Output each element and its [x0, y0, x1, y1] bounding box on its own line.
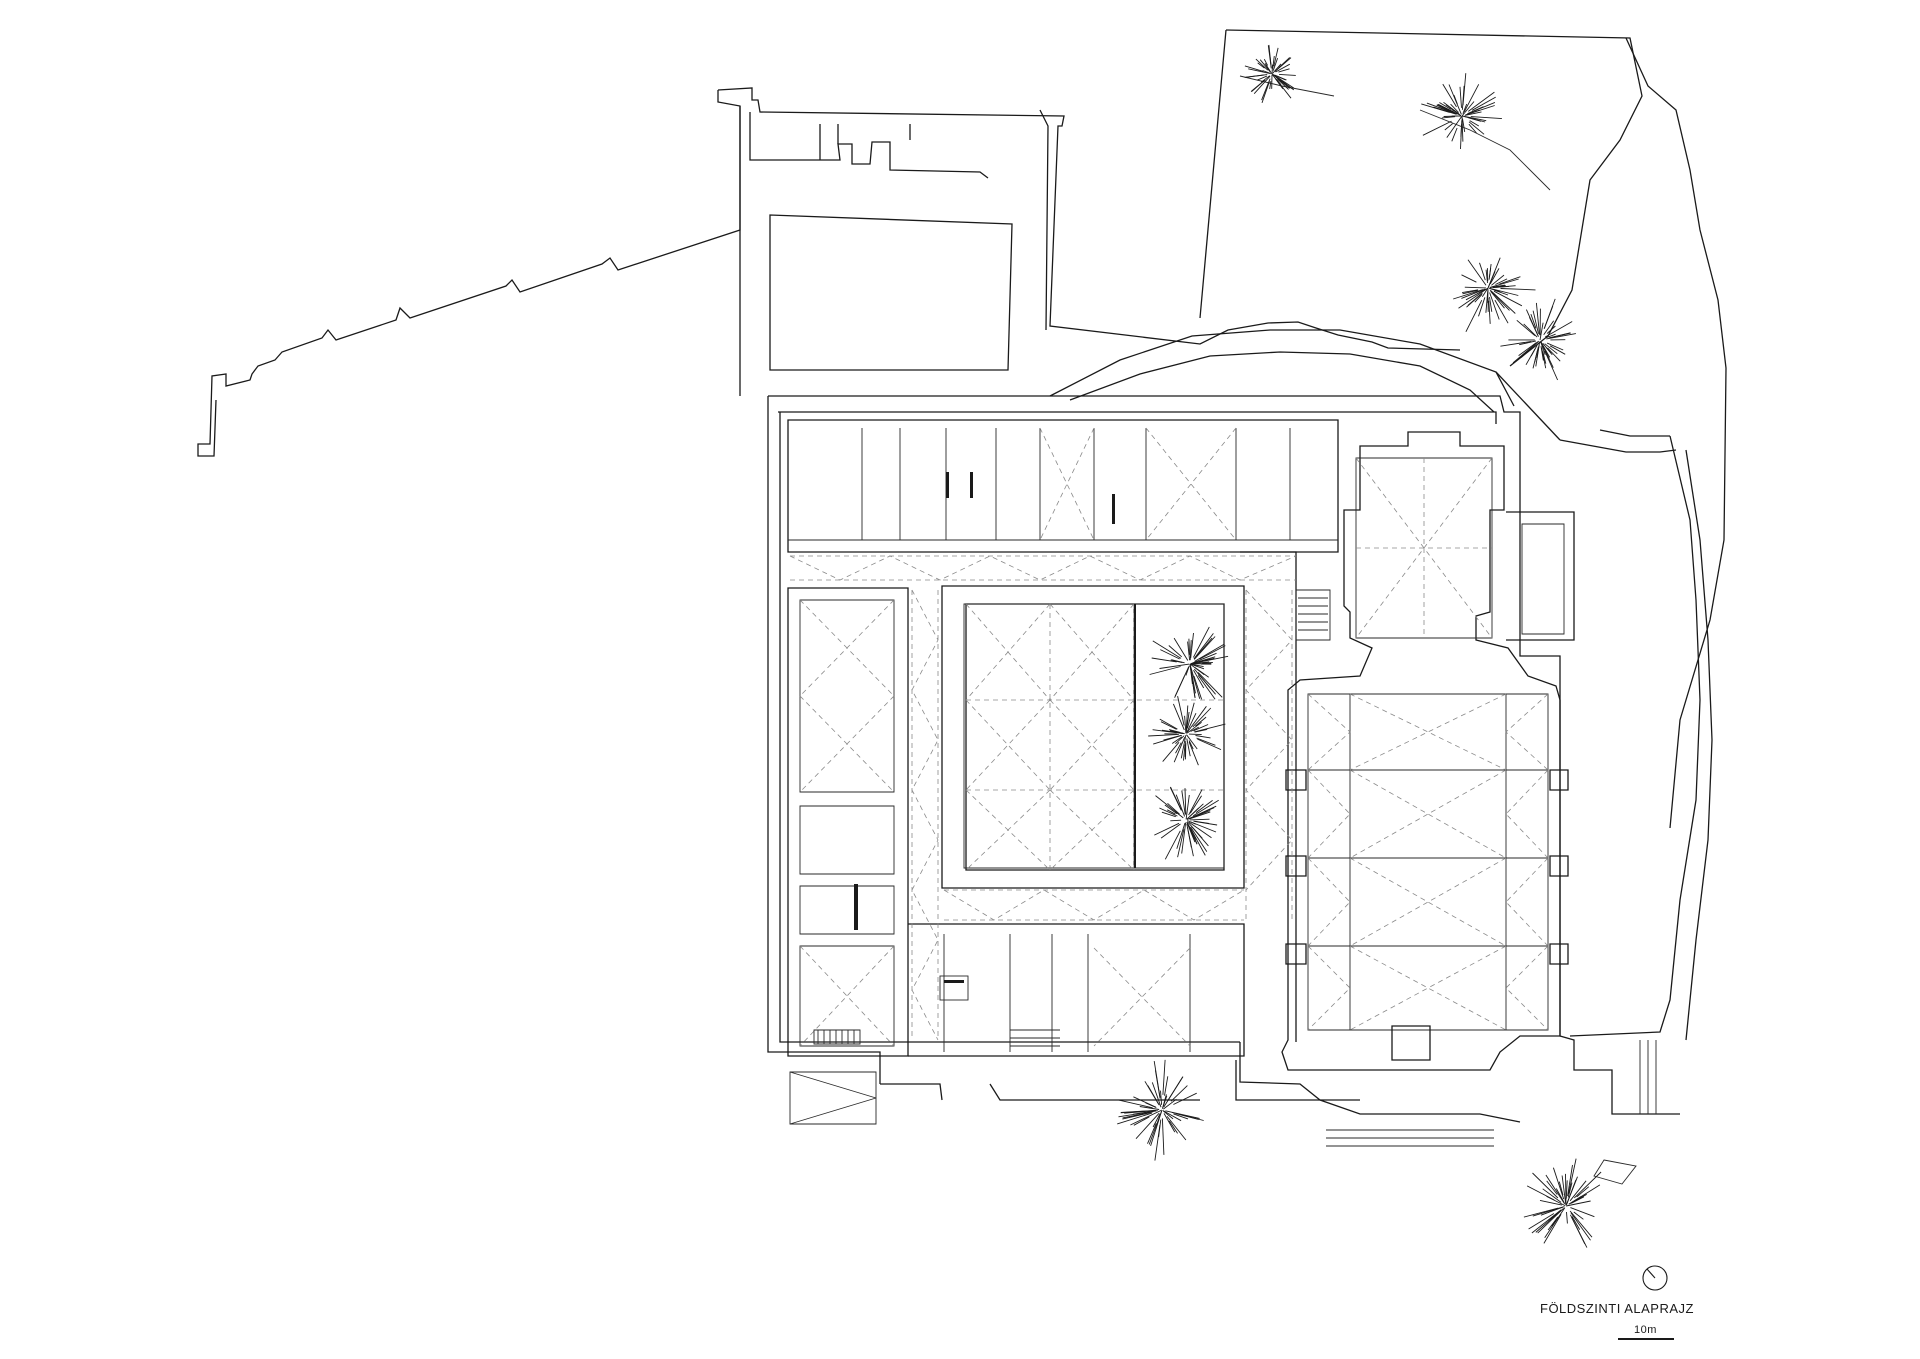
- tree-icon: [1154, 786, 1219, 860]
- tree-icon: [1453, 257, 1536, 333]
- tree-icon: [1244, 44, 1296, 104]
- scale-label: 10m: [1634, 1324, 1657, 1336]
- tree-icon: [1117, 1059, 1204, 1161]
- tree-icon: [1421, 73, 1502, 150]
- wall-details: [789, 472, 1657, 1185]
- plan-title: FÖLDSZINTI ALAPRAJZ: [1540, 1301, 1694, 1316]
- vault-lines: [789, 427, 1549, 1047]
- trees: [1117, 44, 1602, 1248]
- tree-icon: [1149, 626, 1229, 700]
- church-plan: [1281, 431, 1575, 1071]
- tree-icon: [1500, 298, 1576, 381]
- scale-bar: [1618, 1338, 1674, 1340]
- building-outline: [767, 395, 1680, 1123]
- north-arrow-icon: [1642, 1265, 1668, 1291]
- tree-icon: [1148, 696, 1226, 766]
- tree-icon: [1523, 1158, 1602, 1248]
